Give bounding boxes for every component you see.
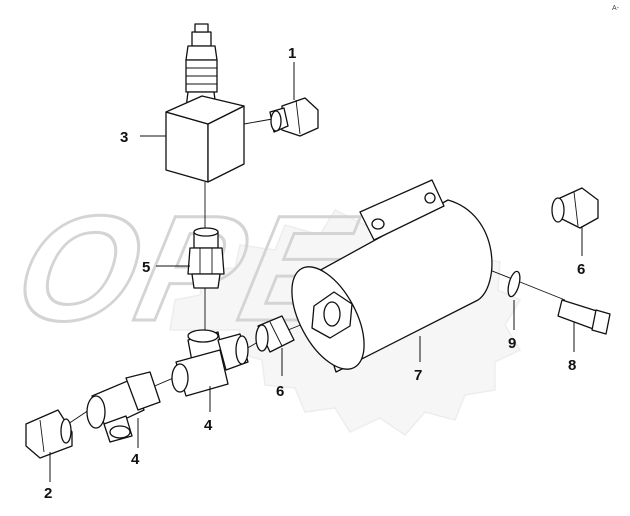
callout-8: 8 xyxy=(568,357,576,374)
bolt xyxy=(557,299,611,335)
callout-4-center: 4 xyxy=(204,417,213,434)
swivel-elbow xyxy=(86,371,161,443)
elbow-fitting xyxy=(269,97,319,137)
corner-mark: A- xyxy=(612,5,620,12)
tee-fitting xyxy=(171,329,249,397)
leader-lines xyxy=(49,62,583,482)
washer xyxy=(507,270,521,298)
union-nut xyxy=(187,227,225,289)
callout-3: 3 xyxy=(120,129,128,146)
cap-nut xyxy=(25,409,73,459)
callout-4-left: 4 xyxy=(131,451,140,468)
callout-6-right: 6 xyxy=(577,261,585,278)
callout-7: 7 xyxy=(414,367,422,384)
switch-block xyxy=(165,23,245,183)
callout-5: 5 xyxy=(142,259,150,276)
callout-1: 1 xyxy=(288,45,296,62)
adapter-fitting-right xyxy=(551,187,599,229)
callout-6-center: 6 xyxy=(276,383,284,400)
callout-2: 2 xyxy=(44,485,52,502)
callout-9: 9 xyxy=(508,335,516,352)
canister xyxy=(291,179,493,373)
adapter-fitting-center xyxy=(255,315,295,353)
